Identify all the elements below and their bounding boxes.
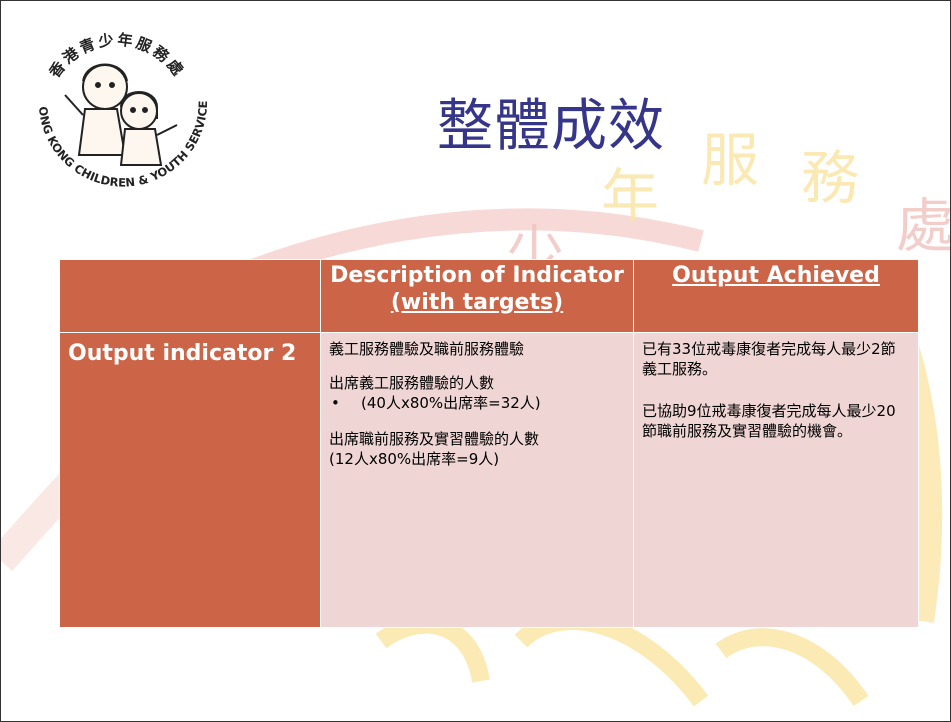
- row-label: Output indicator 2: [59, 332, 321, 628]
- achieved-cell: 已有33位戒毒康復者完成每人最少2節義工服務。 已協助9位戒毒康復者完成每人最少…: [633, 332, 919, 628]
- header-empty-cell: [59, 259, 321, 333]
- header-output-achieved-label: Output Achieved: [672, 263, 880, 288]
- header-output-achieved: Output Achieved: [633, 259, 919, 333]
- achieved-para2: 已協助9位戒毒康復者完成每人最少20節職前服務及實習體驗的機會。: [642, 402, 896, 440]
- bullet-icon: •: [331, 394, 340, 412]
- achieved-para1: 已有33位戒毒康復者完成每人最少2節義工服務。: [642, 340, 896, 378]
- description-line4: (12人x80%出席率=9人): [329, 450, 500, 468]
- description-bullet-text: (40人x80%出席率=32人): [361, 394, 541, 412]
- indicator-table: Description of Indicator (with targets) …: [59, 259, 919, 628]
- description-line3: 出席職前服務及實習體驗的人數: [329, 430, 540, 448]
- table-header-row: Description of Indicator (with targets) …: [59, 259, 919, 333]
- page-title: 整體成效: [437, 94, 665, 159]
- watermark-char-3: 服: [701, 126, 760, 194]
- header-description-line1: Description of Indicator: [330, 263, 624, 288]
- header-description: Description of Indicator (with targets): [320, 259, 634, 333]
- hkcys-logo: 香港青少年服務處 HONG KONG CHILDREN & YOUTH SERV…: [17, 15, 210, 190]
- description-line1: 義工服務體驗及職前服務體驗: [329, 340, 525, 358]
- table-row: Output indicator 2 義工服務體驗及職前服務體驗 出席義工服務體…: [59, 332, 919, 628]
- watermark-char-4: 務: [801, 144, 860, 212]
- watermark-char-5: 處: [896, 192, 951, 260]
- description-line2: 出席義工服務體驗的人數: [329, 374, 495, 392]
- description-cell: 義工服務體驗及職前服務體驗 出席義工服務體驗的人數 • (40人x80%出席率=…: [320, 332, 634, 628]
- description-bullet: • (40人x80%出席率=32人): [329, 393, 625, 413]
- watermark-char-2: 年: [601, 162, 660, 230]
- header-description-line2: (with targets): [390, 290, 564, 315]
